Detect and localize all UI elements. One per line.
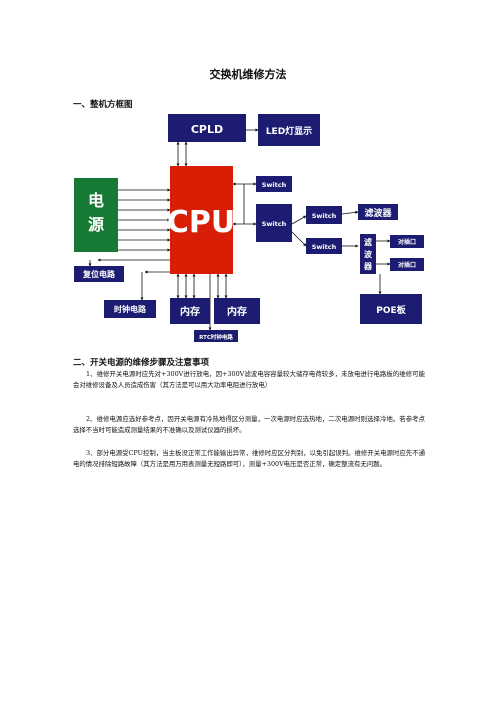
clock-circuit-block: 时钟电路 bbox=[104, 300, 156, 318]
cpu-block: CPU bbox=[167, 166, 235, 274]
poe-board-block: POE板 bbox=[360, 294, 422, 324]
power-label-bottom: 源 bbox=[88, 215, 104, 234]
led-display-block: LED灯显示 bbox=[258, 114, 320, 146]
memory-label: 内存 bbox=[180, 305, 200, 318]
cpu-label: CPU bbox=[167, 205, 235, 240]
led-label: LED灯显示 bbox=[266, 125, 312, 137]
power-label-top: 电 bbox=[88, 191, 104, 210]
port-label: 对插口 bbox=[398, 238, 416, 246]
memory-block-1: 内存 bbox=[170, 298, 210, 324]
section-heading-block-diagram: 一、整机方框图 bbox=[73, 100, 133, 110]
cpld-block: CPLD bbox=[168, 114, 246, 142]
memory-block-2: 内存 bbox=[214, 298, 260, 324]
power-block: 电 源 bbox=[74, 178, 118, 252]
filter-block-2: 滤 波 器 bbox=[360, 234, 376, 274]
switch-label: Switch bbox=[262, 220, 287, 228]
paragraph-1: 1、维修开关电源时应先对+300V进行放电，因+300V滤波电容容量较大储存电荷… bbox=[73, 370, 425, 390]
rtc-clock-block: RTC时钟电路 bbox=[194, 330, 238, 342]
switch-label: Switch bbox=[262, 181, 287, 189]
filter-block-1: 滤波器 bbox=[358, 204, 398, 220]
port-label: 对插口 bbox=[398, 261, 416, 269]
filter-label: 滤波器 bbox=[364, 207, 392, 219]
paragraph-2: 2、维修电源应选好参考点，因开关电源有冷热地得区分测量，一次电源时应选热地，二次… bbox=[73, 415, 425, 435]
switch-block-1: Switch bbox=[256, 176, 292, 192]
port-block-1: 对插口 bbox=[390, 235, 424, 248]
paragraph-3: 3、部分电源受CPU控制，当主板没正常工作能输出异常，维修时应区分判别，以免引起… bbox=[73, 449, 425, 469]
switch-block-4: Switch bbox=[306, 238, 342, 254]
switch-block-2: Switch bbox=[256, 204, 292, 242]
section-heading-power-repair: 二、开关电源的维修步骤及注意事项 bbox=[73, 358, 210, 368]
document-title: 交换机维修方法 bbox=[209, 68, 287, 81]
clock-label: 时钟电路 bbox=[114, 304, 147, 314]
filter-label-char-1: 滤 bbox=[364, 237, 372, 247]
switch-label: Switch bbox=[312, 212, 337, 220]
block-diagram: CPLD LED灯显示 电 源 CPU Switch Switch Switch… bbox=[74, 114, 424, 342]
filter-label-char-3: 器 bbox=[363, 262, 373, 271]
reset-label: 复位电路 bbox=[82, 269, 116, 279]
filter-label-char-2: 波 bbox=[364, 249, 373, 259]
port-block-2: 对插口 bbox=[390, 258, 424, 271]
cpld-label: CPLD bbox=[191, 123, 223, 136]
switch-block-3: Switch bbox=[306, 206, 342, 224]
switch-label: Switch bbox=[312, 243, 337, 251]
memory-label: 内存 bbox=[227, 305, 247, 318]
poe-label: POE板 bbox=[376, 304, 406, 316]
rtc-label: RTC时钟电路 bbox=[199, 333, 233, 341]
reset-circuit-block: 复位电路 bbox=[74, 266, 124, 282]
